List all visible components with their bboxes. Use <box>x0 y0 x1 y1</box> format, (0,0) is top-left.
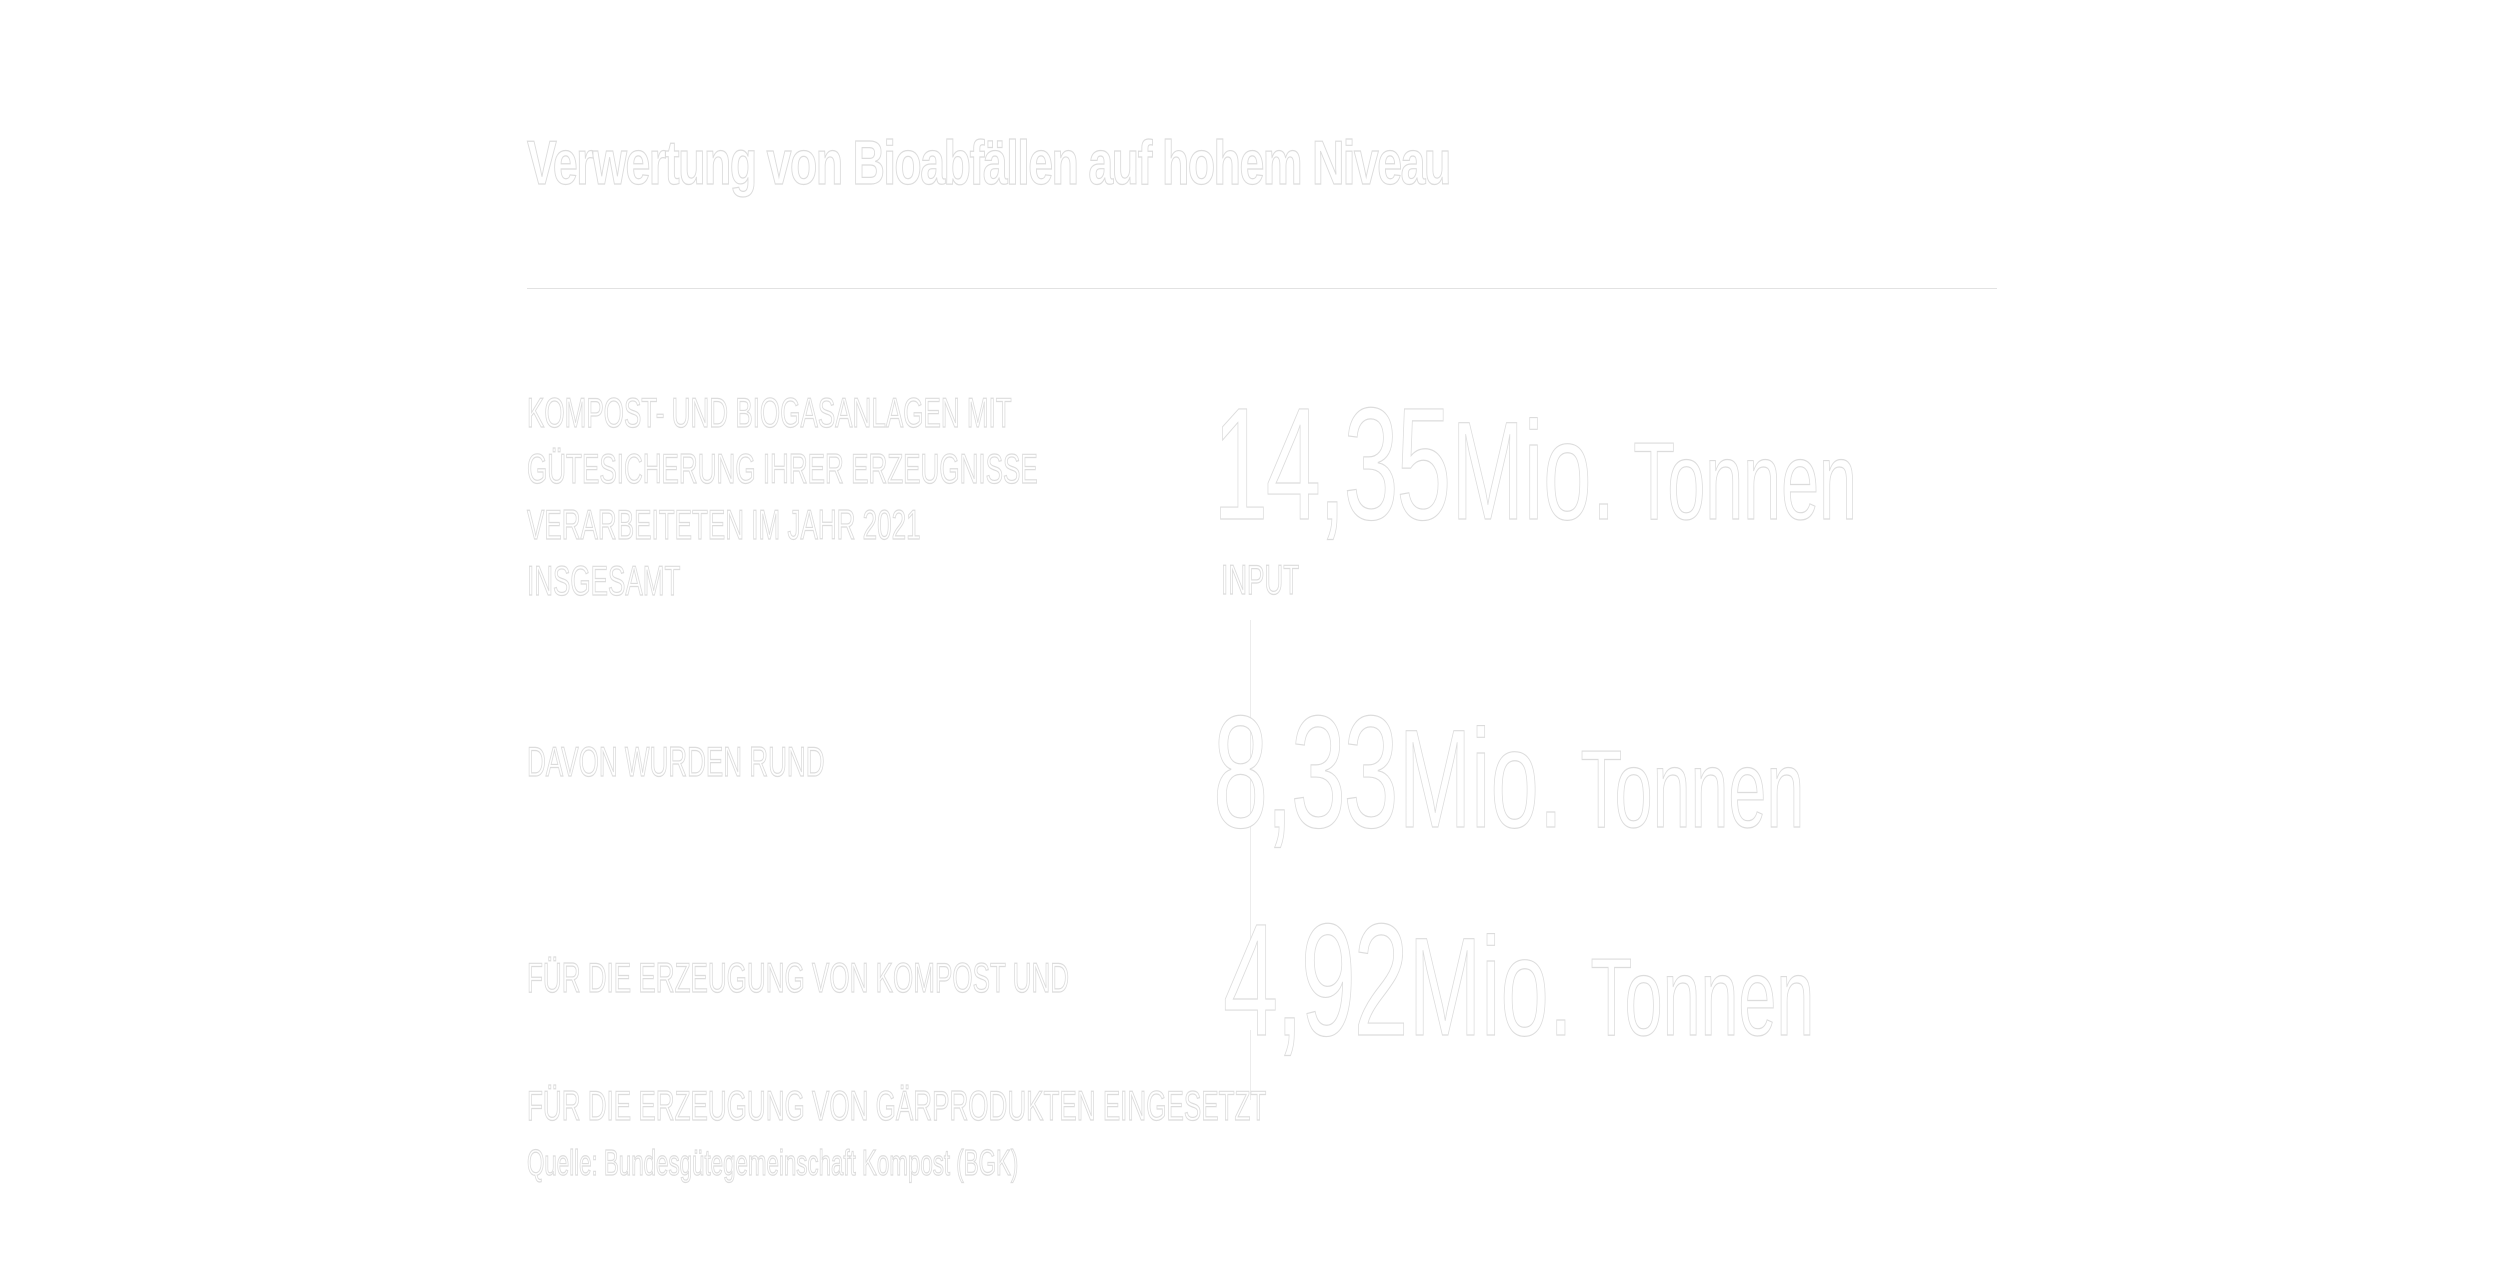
page-title: Verwertung von Bioabfällen auf hohem Niv… <box>527 128 1452 198</box>
connector-line <box>1250 1030 1251 1100</box>
value-number: 8,33 <box>1213 681 1399 861</box>
value-unit-small: Tonnen <box>1633 419 1857 543</box>
value-number: 4,92 <box>1223 889 1409 1069</box>
row-label-line: GÜTESICHERUNG IHRER ERZEUGNISSE <box>527 444 1038 492</box>
row-label-line: VERARBEITETEN IM JAHR 2021 <box>527 500 921 548</box>
value-unit-big: Mio. <box>1398 699 1564 857</box>
value-total: 14,35 Mio. Tonnen <box>1213 372 1858 556</box>
divider <box>527 288 1997 289</box>
input-label: INPUT <box>1221 555 1300 603</box>
value-unit-big: Mio. <box>1451 391 1616 549</box>
connector-line <box>1250 620 1251 940</box>
value-share: 8,33 Mio. Tonnen <box>1213 680 1805 864</box>
row-label-digestate: FÜR DIE ERZEUGUNG VON GÄRPRODUKTEN EINGE… <box>527 1081 1267 1129</box>
row-label-total: KOMPOST- UND BIOGASANLAGEN MIT GÜTESICHE… <box>527 385 1038 609</box>
value-unit-small: Tonnen <box>1590 935 1815 1059</box>
row-label-share: DAVON WURDEN RUND <box>527 737 825 785</box>
source-note: Quelle: Bundesgütegemeinschaft Kompost (… <box>527 1141 1019 1183</box>
value-unit-big: Mio. <box>1408 907 1574 1065</box>
value-compost: 4,92 Mio. Tonnen <box>1223 888 1815 1072</box>
row-label-line: KOMPOST- UND BIOGASANLAGEN MIT <box>527 388 1012 436</box>
row-label-compost: FÜR DIE ERZEUGUNG VON KOMPOST UND <box>527 953 1070 1001</box>
value-number: 14,35 <box>1213 373 1452 553</box>
value-unit-small: Tonnen <box>1580 727 1805 851</box>
row-label-line: INSGESAMT <box>527 556 681 604</box>
